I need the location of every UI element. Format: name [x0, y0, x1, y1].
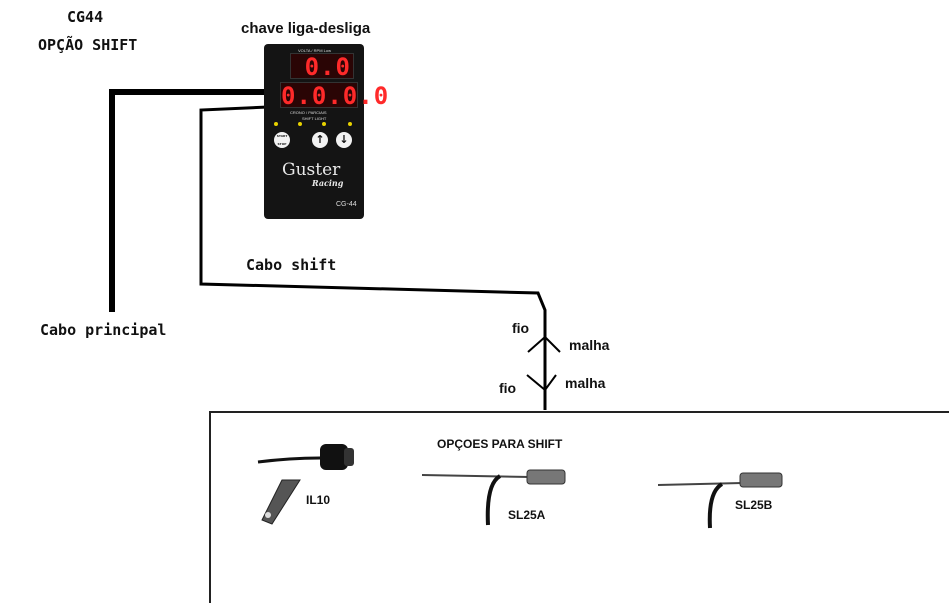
- wire-label: fio: [512, 320, 530, 336]
- sensor-label-il10: IL10: [306, 493, 331, 507]
- mesh-label: malha: [565, 375, 606, 391]
- shift-led: [274, 122, 278, 126]
- top-display: 0.0: [290, 53, 354, 80]
- sl25a-sensor-drawing: [421, 469, 566, 526]
- split-2: [526, 374, 557, 391]
- device-model-label: CG-44: [336, 201, 357, 208]
- il10-sensor-drawing: [257, 444, 354, 525]
- brand-logo: Guster: [282, 160, 341, 180]
- sensor-label-sl25a: SL25A: [508, 508, 546, 522]
- wiring-diagram: [109, 89, 783, 529]
- shift-options-panel: [209, 411, 949, 603]
- shift-led: [322, 122, 326, 126]
- split-1: [527, 336, 561, 353]
- shift-cable-line: [199, 105, 547, 410]
- shift-led: [298, 122, 302, 126]
- wire-label: fio: [499, 380, 517, 396]
- cg44-device: VOLTA / RPM Low 0.0 0.0.0.0 CRONO / PARC…: [264, 44, 390, 219]
- main-display: 0.0.0.0: [280, 82, 390, 110]
- switch-label: chave liga-desliga: [241, 20, 371, 37]
- start-stop-button[interactable]: START STOP: [274, 132, 290, 148]
- top-display-caption: VOLTA / RPM Low: [298, 48, 331, 53]
- brand-subtitle: Racing: [312, 178, 344, 188]
- shift-option-title: OPÇÃO SHIFT: [38, 36, 138, 54]
- bottom-display-caption: CRONO / PARCIAIS: [290, 110, 327, 115]
- main-cable-line: [109, 89, 266, 312]
- sensor-label-sl25b: SL25B: [735, 498, 773, 512]
- main-cable-label: Cabo principal: [40, 321, 167, 339]
- down-button[interactable]: ↓: [336, 132, 352, 148]
- model-title: CG44: [67, 8, 104, 26]
- sl25b-sensor-drawing: [657, 472, 783, 529]
- shift-cable-label: Cabo shift: [246, 256, 337, 274]
- mesh-label: malha: [569, 337, 610, 353]
- up-button[interactable]: ↑: [312, 132, 328, 148]
- shift-led: [348, 122, 352, 126]
- shift-options-title: OPÇOES PARA SHIFT: [437, 437, 563, 451]
- shift-light-caption: SHIFT LIGHT: [302, 116, 327, 121]
